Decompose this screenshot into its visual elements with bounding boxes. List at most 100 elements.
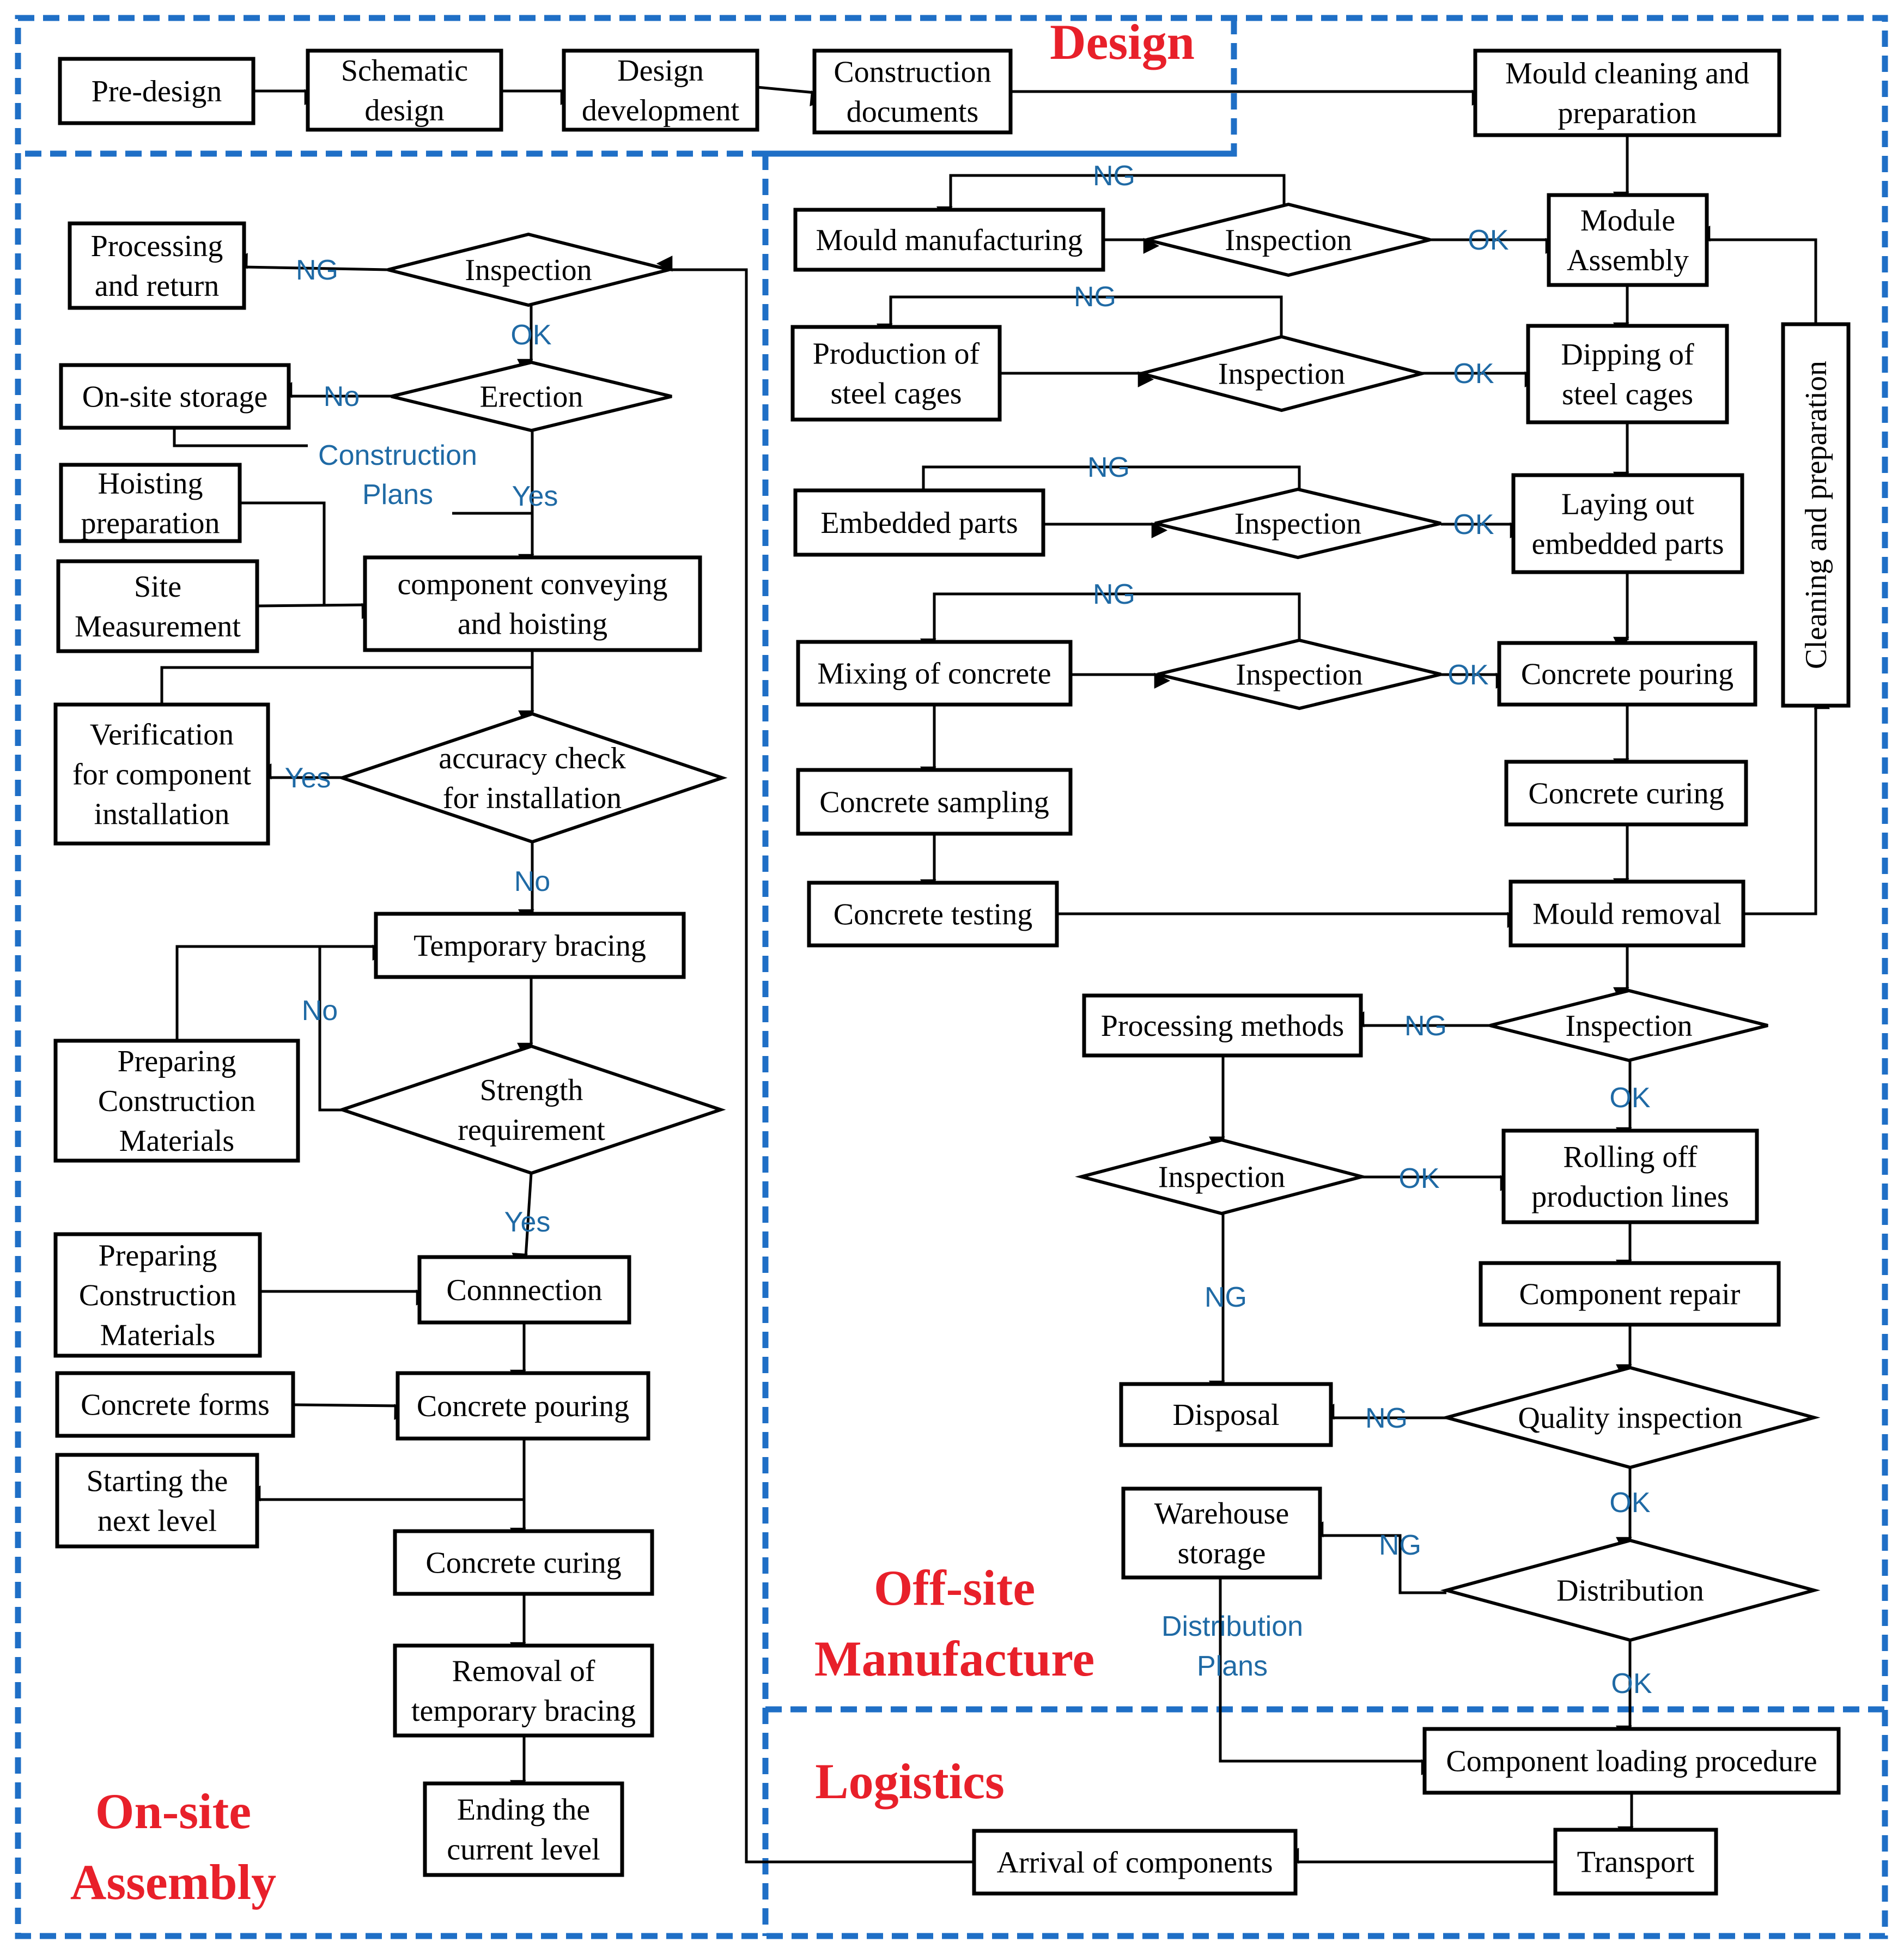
- process-box: [796, 640, 1073, 707]
- label-embed-ok: OK: [1453, 509, 1494, 541]
- node-label: Component repair: [1519, 1278, 1741, 1312]
- label-erection-no: No: [324, 381, 360, 412]
- node-label-line: Pre-design: [92, 75, 222, 108]
- node-qualinsp: Quality inspection: [1440, 1366, 1821, 1470]
- node-label: Inspection: [1158, 1161, 1285, 1194]
- process-box: [55, 1371, 295, 1438]
- node-label: Connnection: [446, 1273, 602, 1307]
- connectors: [160, 86, 1830, 1864]
- node-procmethods: Processing methods: [1082, 993, 1363, 1058]
- process-box: [1547, 193, 1709, 287]
- process-box: [1473, 48, 1781, 137]
- node-label-line: Component repair: [1519, 1278, 1741, 1312]
- node-pouring_off: Concrete pouring: [1497, 641, 1757, 707]
- node-tempbracing: Temporary bracing: [374, 912, 686, 979]
- node-label-line: Concrete sampling: [819, 786, 1049, 820]
- process-box: [1479, 1261, 1781, 1327]
- process-box: [1119, 1382, 1333, 1447]
- node-label-line: Arrival of components: [997, 1846, 1273, 1880]
- label-strength-yes: Yes: [504, 1206, 551, 1238]
- process-box: [1501, 1128, 1759, 1224]
- node-label-line: Module: [1580, 204, 1675, 238]
- node-label-line: Measurement: [75, 610, 241, 644]
- node-label: Concrete forms: [81, 1388, 270, 1422]
- node-label-line: Erection: [480, 380, 583, 414]
- process-box: [793, 488, 1045, 557]
- node-label-line: Site: [134, 570, 181, 604]
- process-box: [306, 48, 503, 132]
- process-box: [53, 702, 270, 846]
- node-mouldremoval: Mould removal: [1508, 879, 1745, 948]
- node-label-line: Preparing: [99, 1239, 217, 1273]
- node-label-line: Concrete forms: [81, 1388, 270, 1422]
- section-titles: Design Off-site Manufacture Logistics On…: [70, 14, 1195, 1910]
- process-box: [1508, 879, 1745, 948]
- label-construction-plans-line1: Construction: [318, 440, 477, 471]
- edge-sitemeas-conveying: [257, 603, 378, 619]
- node-label-line: component conveying: [397, 568, 667, 602]
- label-erection-yes: Yes: [512, 481, 558, 512]
- node-label: Inspection: [1236, 658, 1362, 692]
- edge-storage-construction-plans: [173, 428, 308, 447]
- node-label-line: Ending the: [457, 1793, 590, 1827]
- process-box: [812, 48, 1013, 135]
- label-dist-ok: OK: [1611, 1668, 1652, 1700]
- process-box: [56, 559, 259, 653]
- node-accuracy: accuracy check for installation: [337, 712, 728, 844]
- node-label-line: Processing methods: [1101, 1009, 1344, 1043]
- node-label: Inspection: [465, 253, 592, 287]
- label-onsite-ng: NG: [296, 254, 338, 286]
- node-cleanprep: Cleaning and preparation: [1781, 322, 1851, 708]
- process-box: [68, 221, 246, 310]
- node-label-line: Connnection: [446, 1273, 602, 1307]
- node-label-line: Construction: [79, 1279, 236, 1313]
- node-testing: Concrete testing: [807, 881, 1059, 948]
- process-box: [790, 325, 1002, 422]
- node-label-line: Strength: [480, 1073, 583, 1107]
- node-label: Erection: [480, 380, 583, 414]
- node-transport: Transport: [1553, 1828, 1718, 1896]
- process-box: [1121, 1486, 1322, 1580]
- node-label-line: for installation: [443, 781, 622, 815]
- node-repair: Component repair: [1479, 1261, 1781, 1327]
- label-removal-ok: OK: [1609, 1082, 1650, 1114]
- process-box: [393, 1529, 654, 1596]
- label-proc-ok: OK: [1398, 1163, 1439, 1194]
- process-box: [562, 48, 759, 132]
- edge-mouldremoval-cleanprep: [1743, 693, 1830, 915]
- edge-prepmat1-tempbracing: [175, 945, 320, 1041]
- process-box: [55, 1453, 259, 1549]
- edge-warehouse-loading: [1219, 1577, 1438, 1775]
- process-box: [1422, 1727, 1841, 1795]
- process-box: [1553, 1828, 1718, 1896]
- node-insp_steel: Inspection: [1135, 335, 1428, 412]
- node-label-line: Mould manufacturing: [816, 223, 1083, 257]
- node-label: Concrete pouring: [417, 1389, 629, 1423]
- node-label-line: accuracy check: [439, 742, 626, 775]
- process-box: [417, 1255, 631, 1325]
- node-label-line: Mould cleaning and: [1505, 57, 1749, 90]
- edge-verification-loop: [160, 666, 532, 705]
- decision-diamond: [1135, 335, 1428, 412]
- node-label-line: Embedded parts: [820, 506, 1018, 540]
- process-box: [396, 1371, 650, 1441]
- node-label-line: Quality inspection: [1518, 1401, 1742, 1435]
- label-mould-ng: NG: [1093, 160, 1135, 192]
- node-label-line: and return: [95, 269, 220, 303]
- edge-strength-no: [318, 944, 389, 1112]
